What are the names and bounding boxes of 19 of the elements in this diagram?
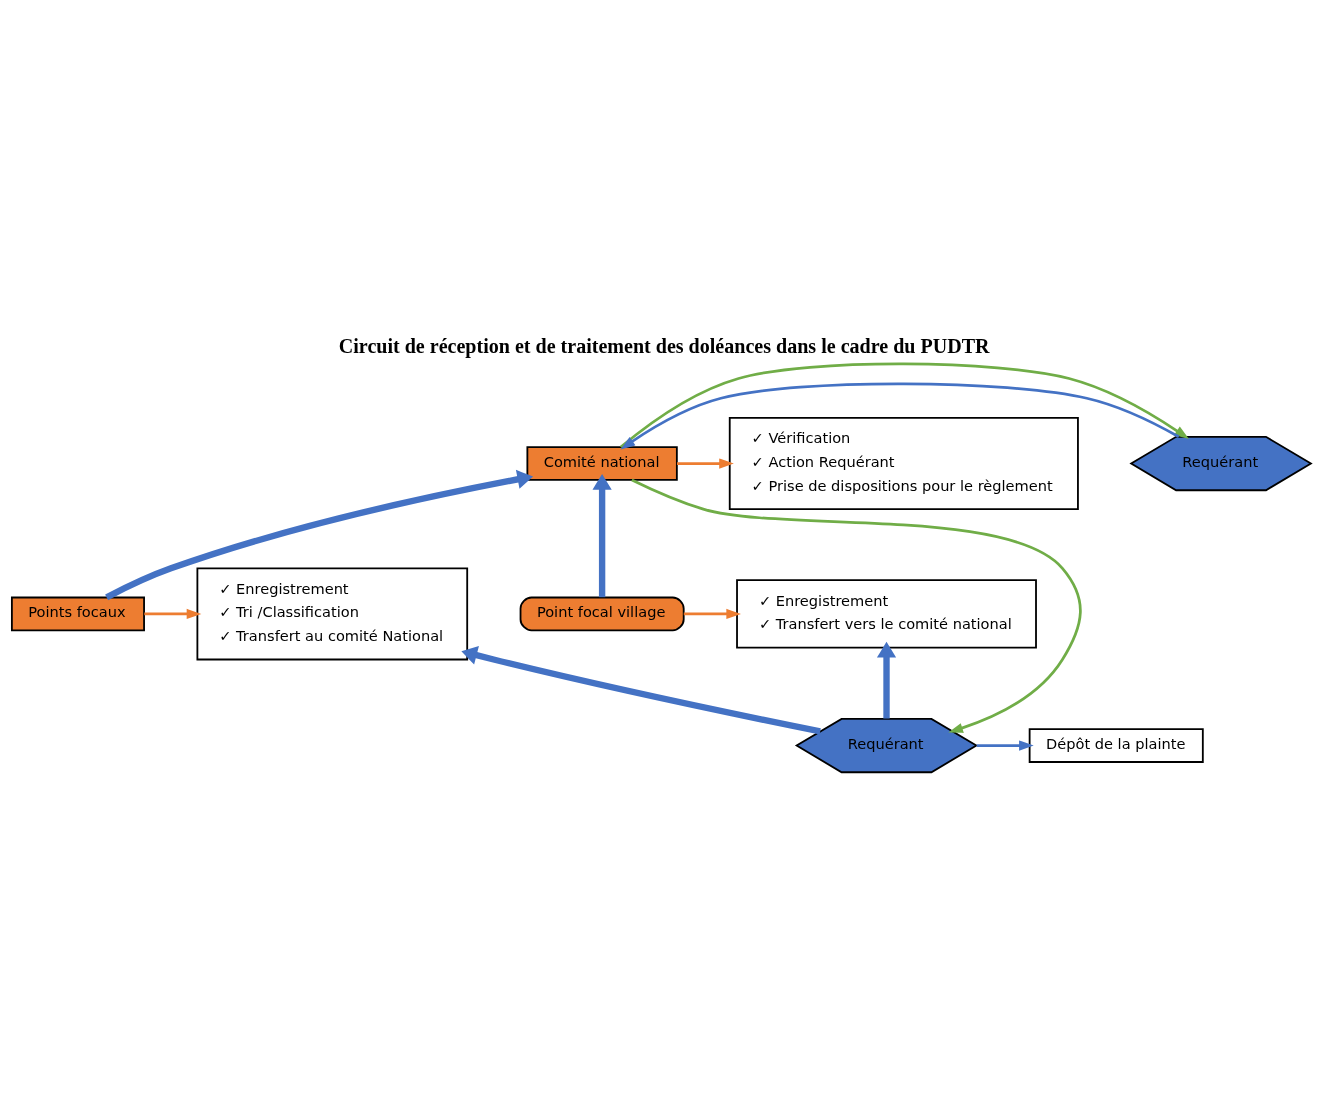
node-box: ✓ Vérification ✓ Action Requérant ✓ Prise de dispositions pour le règlement <box>728 417 1079 511</box>
node-box: Points focaux <box>10 596 145 632</box>
diagram-title: Circuit de réception et de traitement des doléances dans le cadre du PUDTR <box>338 335 990 358</box>
arrow <box>876 641 897 719</box>
node-box: ✓ Enregistrement ✓ Tri /Classification ✓ Transfert au comité National <box>196 567 469 661</box>
arrow <box>461 645 821 735</box>
arrow <box>620 382 1180 450</box>
arrow <box>683 608 741 620</box>
node-box: Dépôt de la plainte <box>1028 728 1204 763</box>
arrow <box>105 469 534 601</box>
arrow <box>592 473 612 598</box>
arrow <box>144 608 202 620</box>
arrow <box>976 740 1034 751</box>
node-box: Comité national <box>526 446 678 481</box>
arrow <box>631 478 1082 733</box>
node-box: ✓ Enregistrement ✓ Transfert vers le comité national <box>736 579 1037 649</box>
arrow <box>619 362 1189 449</box>
arrow <box>676 458 734 469</box>
node-box: Point focal village <box>519 596 685 632</box>
